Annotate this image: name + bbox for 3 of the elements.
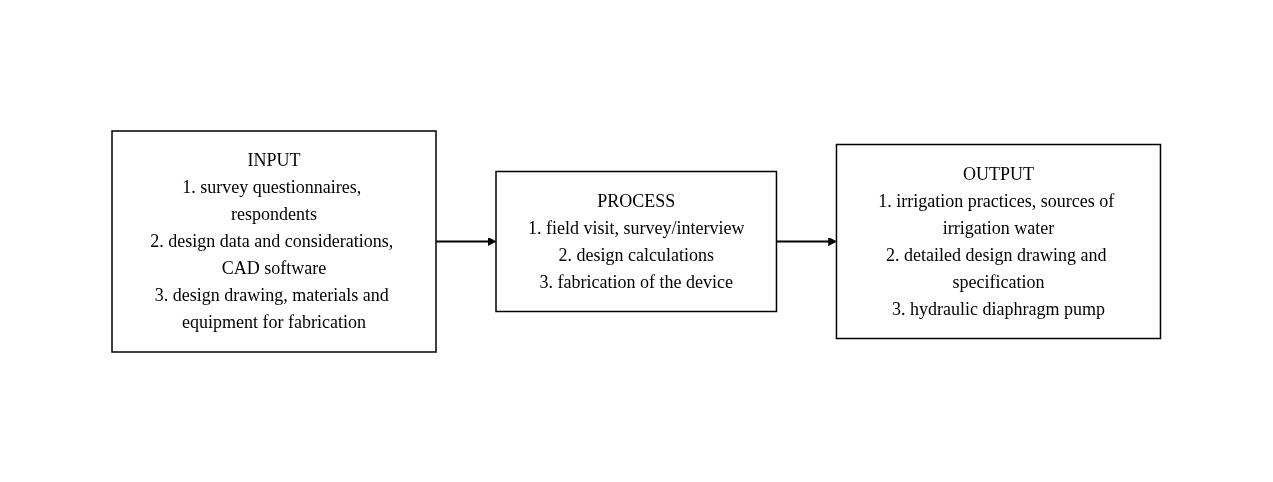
node-box: INPUT 1. survey questionnaires, respondents 2. design data and considerations, CAD software 3. design drawing, materials and equipment for fabrication <box>111 129 437 353</box>
node-box: OUTPUT 1. irrigation practices, sources of irrigation water 2. detailed design drawing and specification 3. hydraulic diaphragm pump <box>836 143 1162 339</box>
node-box: PROCESS 1. field visit, survey/interview 2. design calculations 3. fabrication of the device <box>495 170 778 312</box>
